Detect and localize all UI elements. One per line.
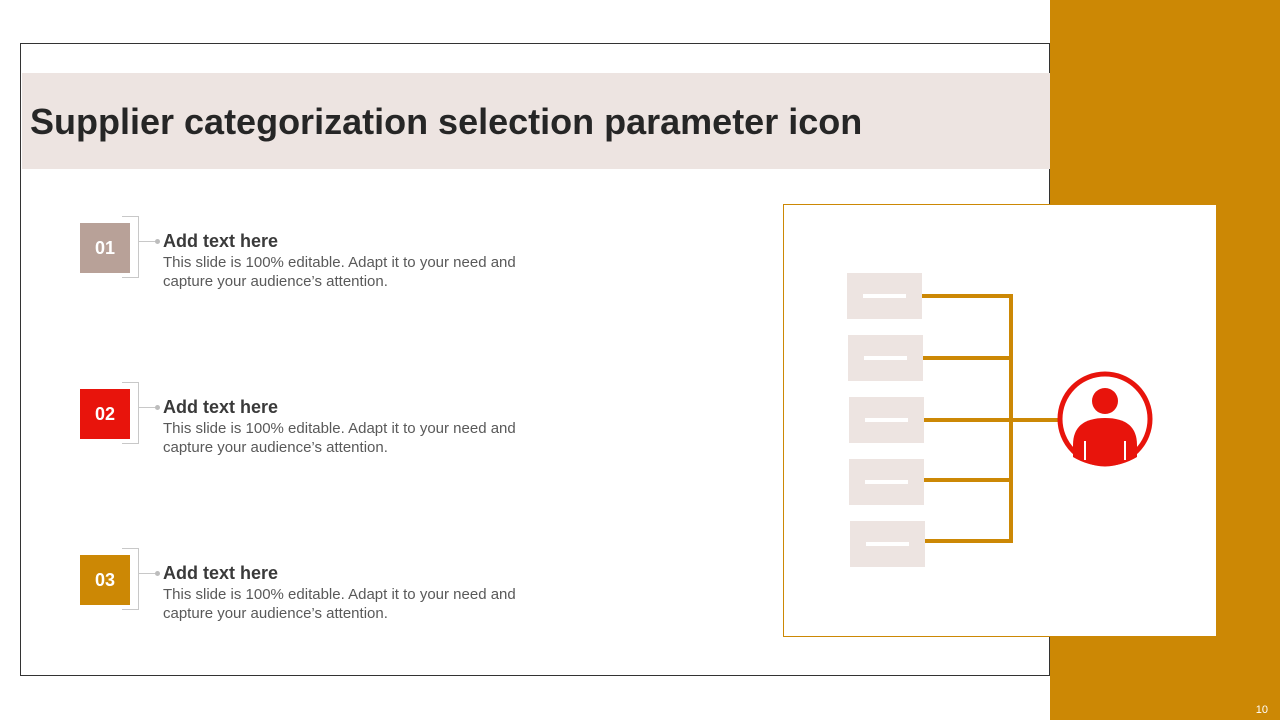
bracket-decoration: [122, 548, 139, 610]
list-item-01: 01 Add text here This slide is 100% edit…: [80, 216, 560, 290]
block-dash-lines: [863, 294, 909, 546]
connector-line: [139, 241, 157, 242]
item-heading: Add text here: [163, 231, 279, 251]
illustration-card: [783, 204, 1217, 637]
list-item-02: 02 Add text here This slide is 100% edit…: [80, 382, 560, 456]
number-badge: 01: [80, 223, 130, 273]
supplier-hierarchy-icon: [847, 273, 1153, 567]
connector-dot: [155, 405, 160, 410]
connector-dot: [155, 571, 160, 576]
number-badge: 02: [80, 389, 130, 439]
connector-line: [139, 407, 157, 408]
bracket-decoration: [122, 216, 139, 278]
connector-lines: [922, 294, 1058, 543]
item-description: This slide is 100% editable. Adapt it to…: [163, 420, 516, 456]
title-band: [22, 73, 1050, 169]
page-title: Supplier categorization selection parame…: [30, 101, 863, 142]
item-heading: Add text here: [163, 397, 279, 417]
bracket-decoration: [122, 382, 139, 444]
user-avatar-icon: [1057, 371, 1153, 467]
item-description: This slide is 100% editable. Adapt it to…: [163, 254, 516, 290]
number-badge: 03: [80, 555, 130, 605]
item-heading: Add text here: [163, 563, 279, 583]
connector-dot: [155, 239, 160, 244]
slide-number: 10: [1255, 704, 1268, 716]
list-item-03: 03 Add text here This slide is 100% edit…: [80, 548, 560, 622]
item-description: This slide is 100% editable. Adapt it to…: [163, 586, 516, 622]
connector-line: [139, 573, 157, 574]
